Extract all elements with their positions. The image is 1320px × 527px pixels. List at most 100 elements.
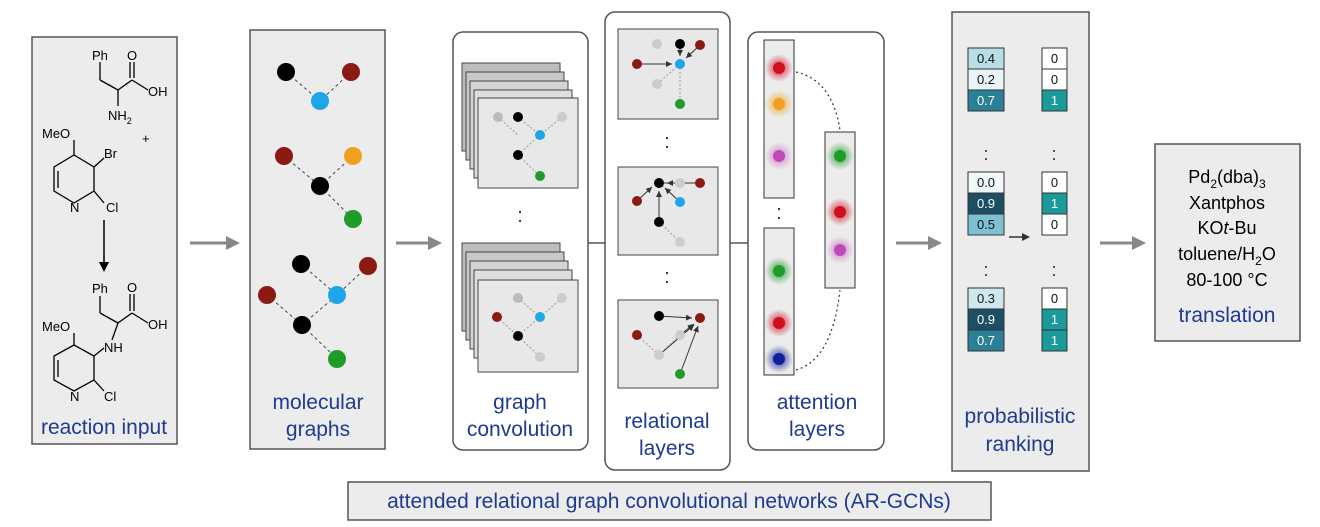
probabilistic-ranking-label-1: probabilistic bbox=[965, 405, 1076, 428]
meo-label: MeO bbox=[42, 126, 70, 141]
prob-value: 0.3 bbox=[977, 291, 995, 306]
graph-node bbox=[359, 257, 377, 275]
product-molecule bbox=[53, 294, 149, 392]
relational-layers-panel: : : relational layers bbox=[604, 11, 731, 471]
prob-value: 0.9 bbox=[977, 312, 995, 327]
br-label: Br bbox=[104, 146, 118, 161]
flow-arrow-3 bbox=[896, 236, 942, 250]
binary-value: 1 bbox=[1051, 333, 1058, 348]
vertical-ellipsis: : bbox=[1051, 260, 1056, 280]
graph-node bbox=[328, 286, 346, 304]
attention-layers-panel: : attention layers bbox=[747, 31, 885, 451]
prob-value: 0.0 bbox=[977, 175, 995, 190]
conv-card-stack-bottom bbox=[461, 242, 579, 373]
vertical-ellipsis: : bbox=[776, 202, 782, 224]
translation-panel: Pd2(dba)3 Xantphos KOt-Bu toluene/H2O 80… bbox=[1154, 143, 1301, 342]
product-nh-label: NH bbox=[104, 340, 123, 355]
attention-layers-label-2: layers bbox=[789, 418, 845, 441]
product-oh-label: OH bbox=[148, 317, 168, 332]
relational-layers-label-1: relational bbox=[624, 410, 709, 433]
svg-text:NH2: NH2 bbox=[108, 108, 132, 126]
condition-temperature: 80-100 °C bbox=[1186, 270, 1267, 290]
prob-value: 0.7 bbox=[977, 333, 995, 348]
ph-label: Ph bbox=[92, 48, 108, 63]
molecular-graphs-label-2: graphs bbox=[286, 418, 350, 441]
prob-value: 0.5 bbox=[977, 217, 995, 232]
binary-value: 1 bbox=[1051, 93, 1058, 108]
prob-value: 0.7 bbox=[977, 93, 995, 108]
probabilistic-ranking-label-2: ranking bbox=[986, 433, 1055, 456]
graph-node bbox=[342, 63, 360, 81]
binary-value: 0 bbox=[1051, 291, 1058, 306]
flow-arrow-2 bbox=[396, 236, 442, 250]
condition-solvent: toluene/H2O bbox=[1178, 244, 1276, 268]
molecular-graphs-label-1: molecular bbox=[272, 391, 363, 414]
prob-cell bbox=[967, 89, 1005, 112]
graph-convolution-panel: : graph convolution bbox=[452, 31, 589, 451]
binary-value: 0 bbox=[1051, 72, 1058, 87]
cl-label: Cl bbox=[106, 200, 118, 215]
product-cl-label: Cl bbox=[104, 389, 116, 404]
binary-value: 1 bbox=[1051, 196, 1058, 211]
graph-node bbox=[344, 210, 362, 228]
vertical-ellipsis: : bbox=[983, 260, 988, 280]
reactant-pyridine bbox=[53, 140, 105, 204]
oh-label: OH bbox=[148, 84, 168, 99]
threshold-arrow bbox=[1009, 233, 1030, 241]
graph-node bbox=[311, 177, 329, 195]
footer-banner: attended relational graph convolutional … bbox=[347, 481, 992, 521]
reactant-amino-acid bbox=[99, 62, 149, 106]
vertical-ellipsis: : bbox=[517, 205, 523, 227]
prob-cell bbox=[967, 329, 1005, 352]
binary-value: 0 bbox=[1051, 51, 1058, 66]
condition-base: KOt-Bu bbox=[1197, 218, 1256, 238]
relational-card-3 bbox=[617, 299, 719, 389]
relational-card-2 bbox=[617, 166, 719, 256]
relational-card-1 bbox=[617, 28, 719, 120]
reaction-input-panel: Ph O OH NH2 + MeO Br N Cl bbox=[31, 36, 178, 445]
graph-node bbox=[258, 286, 276, 304]
condition-catalyst: Pd2(dba)3 bbox=[1188, 167, 1266, 191]
flow-arrow-4 bbox=[1100, 236, 1146, 250]
carbonyl-o-label: O bbox=[127, 48, 137, 63]
graph-node bbox=[292, 255, 310, 273]
graph-node bbox=[277, 63, 295, 81]
binary-cell bbox=[1041, 213, 1068, 236]
attention-link-top bbox=[795, 71, 841, 131]
nh2-label: NH bbox=[108, 108, 127, 123]
binary-cell bbox=[1041, 329, 1068, 352]
condition-ligand: Xantphos bbox=[1189, 193, 1265, 213]
product-meo-label: MeO bbox=[42, 319, 70, 334]
translation-label: translation bbox=[1179, 304, 1276, 327]
conv-card-stack-top bbox=[461, 62, 579, 189]
binary-value: 0 bbox=[1051, 175, 1058, 190]
vertical-ellipsis: : bbox=[1051, 144, 1056, 164]
attention-layers-label-1: attention bbox=[777, 391, 858, 414]
reaction-input-label: reaction input bbox=[41, 416, 167, 439]
graph-node bbox=[328, 350, 346, 368]
vertical-ellipsis: : bbox=[664, 131, 670, 153]
binary-value: 0 bbox=[1051, 217, 1058, 232]
pyridine-n-label: N bbox=[70, 200, 79, 215]
graph-node bbox=[275, 147, 293, 165]
graph-convolution-label-1: graph bbox=[493, 391, 547, 414]
probabilistic-ranking-panel: 0.4 0.2 0.7 0 0 1 0.0 0.9 0.5 0 1 0 0.3 0.9 0.7 0 1 1 : :… bbox=[951, 11, 1090, 472]
vertical-ellipsis: : bbox=[983, 144, 988, 164]
binary-value: 1 bbox=[1051, 312, 1058, 327]
product-ph-label: Ph bbox=[92, 281, 108, 296]
footer-title: attended relational graph convolutional … bbox=[387, 490, 951, 513]
product-o-label: O bbox=[127, 280, 137, 295]
prob-value: 0.2 bbox=[977, 72, 995, 87]
nh2-subscript: 2 bbox=[127, 116, 132, 126]
graph-node bbox=[293, 316, 311, 334]
molecular-graphs-panel: molecular graphs bbox=[249, 29, 386, 450]
prob-value: 0.4 bbox=[977, 51, 995, 66]
prob-value: 0.9 bbox=[977, 196, 995, 211]
relational-layers-label-2: layers bbox=[639, 437, 695, 460]
flow-arrow-1 bbox=[190, 236, 240, 250]
graph-node bbox=[344, 147, 362, 165]
graph-node bbox=[311, 92, 329, 110]
binary-cell bbox=[1041, 89, 1068, 112]
graph-convolution-label-2: convolution bbox=[467, 418, 573, 441]
